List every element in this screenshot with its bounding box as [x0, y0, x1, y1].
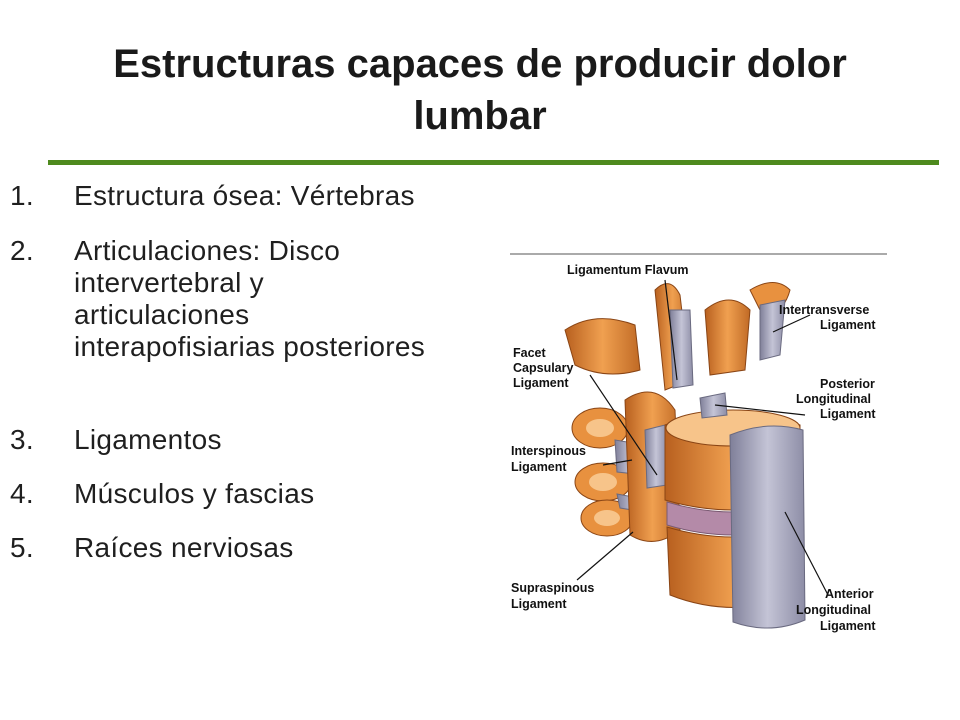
intertransverse-ligament-shape [759, 299, 786, 361]
spinous-process-1-face [586, 419, 614, 437]
title-divider [48, 160, 939, 165]
label-posterior-3: Ligament [820, 407, 876, 421]
spinous-process-3-face [594, 510, 620, 526]
label-facet-1: Facet [513, 346, 546, 360]
list-number: 1. [10, 180, 34, 211]
leader-lines [576, 279, 829, 596]
label-interspinous-2: Ligament [511, 460, 567, 474]
title-line-2: lumbar [413, 94, 547, 138]
list-number: 3. [10, 424, 34, 455]
slide-title: Estructuras capaces de producir dolor lu… [60, 38, 900, 142]
facet-capsule-shape [644, 424, 668, 489]
list-text-line: articulaciones [74, 299, 250, 330]
list-text-line: interapofisiarias posteriores [74, 331, 426, 362]
numbered-list: 1. Estructura ósea: Vértebras 2. Articul… [10, 180, 425, 563]
list-number: 5. [10, 532, 34, 563]
label-supraspinous-2: Ligament [511, 597, 567, 611]
label-intertransverse-1: Intertransverse [779, 303, 869, 317]
label-posterior-1: Posterior [820, 377, 875, 391]
label-ligamentum-flavum: Ligamentum Flavum [567, 263, 689, 277]
label-facet-2: Capsulary [513, 361, 573, 375]
list-text-line: intervertebral y [74, 267, 264, 298]
list-text: Músculos y fascias [74, 478, 315, 509]
label-interspinous-1: Interspinous [511, 444, 586, 458]
list-text: Estructura ósea: Vértebras [74, 180, 415, 211]
list-text: Articulaciones: Disco intervertebral y a… [74, 235, 504, 363]
label-supraspinous-1: Supraspinous [511, 581, 594, 595]
upper-articular-process [564, 318, 641, 375]
list-number: 2. [10, 235, 34, 266]
spine-drawing: Ligamentum Flavum Intertransverse Ligame… [510, 253, 887, 633]
label-anterior-3: Ligament [820, 619, 876, 633]
list-text-line: Articulaciones: Disco [74, 235, 341, 266]
spine-illustration: Ligamentum Flavum Intertransverse Ligame… [505, 250, 895, 640]
label-anterior-1: Anterior [825, 587, 874, 601]
posterior-longitudinal-ligament-shape [699, 392, 728, 419]
label-facet-3: Ligament [513, 376, 569, 390]
label-intertransverse-2: Ligament [820, 318, 876, 332]
list-text: Ligamentos [74, 424, 222, 455]
upper-lamina [704, 299, 751, 376]
spinous-process-2-face [589, 473, 617, 491]
title-line-1: Estructuras capaces de producir dolor [113, 42, 847, 86]
label-anterior-2: Longitudinal [796, 603, 871, 617]
label-posterior-2: Longitudinal [796, 392, 871, 406]
list-text: Raíces nerviosas [74, 532, 294, 563]
list-number: 4. [10, 478, 34, 509]
anterior-longitudinal-ligament-shape [729, 425, 806, 629]
